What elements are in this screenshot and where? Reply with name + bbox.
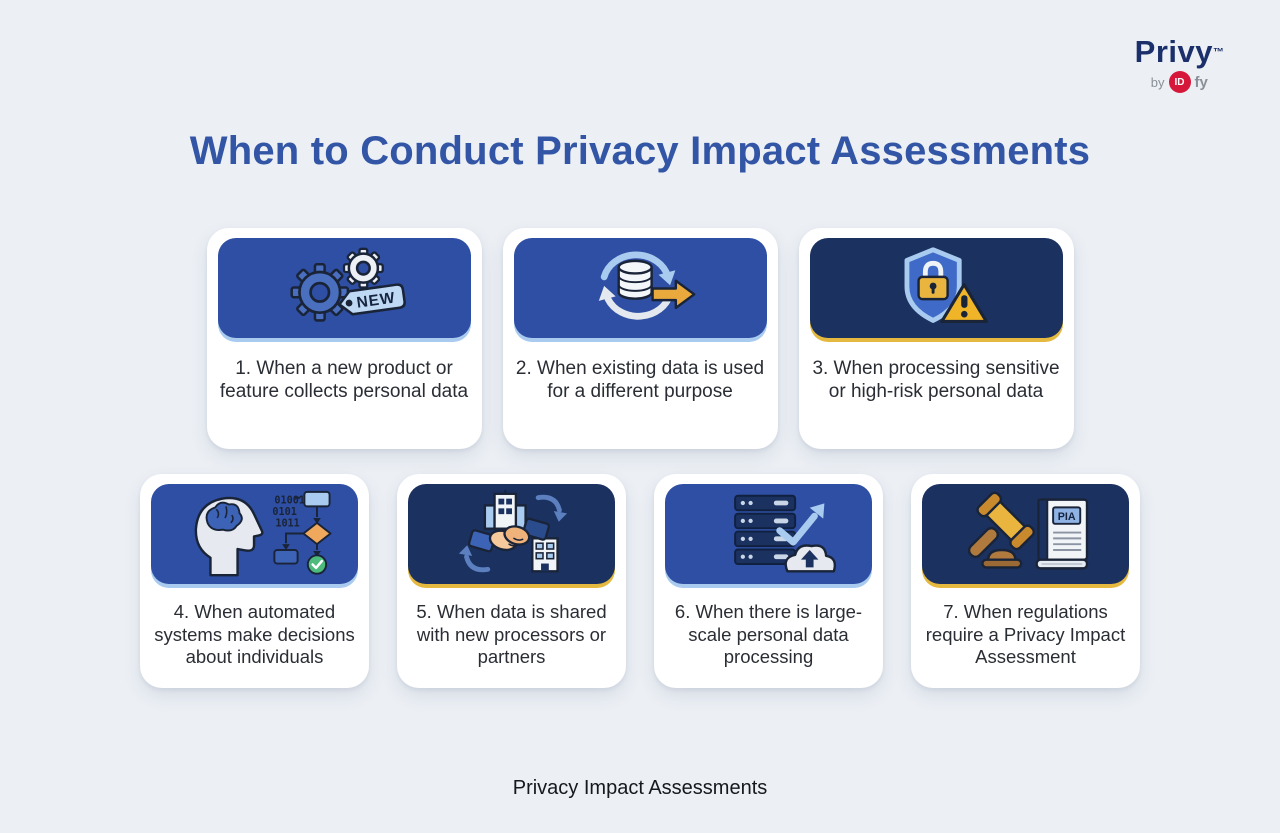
idfy-logo-icon: ID xyxy=(1168,71,1191,93)
server-scale-icon xyxy=(733,494,836,573)
small-gear-icon xyxy=(342,247,384,289)
new-tag-icon: NEW xyxy=(338,283,406,316)
fy-text: fy xyxy=(1194,73,1208,91)
pia-book-icon: PIA xyxy=(1034,498,1088,570)
gavel-icon xyxy=(967,491,1035,569)
privy-brand-text: Privy xyxy=(1134,34,1213,69)
gavel-pia-book-icon: PIA xyxy=(967,491,1088,570)
card-large-scale: 6. When there is large-scale personal da… xyxy=(654,474,883,688)
automated-decision-icon: 01001 0101 1011 xyxy=(194,490,332,577)
handshake-icon xyxy=(467,517,550,553)
database-icon xyxy=(617,259,653,300)
exchange-arrows-icon xyxy=(458,494,567,573)
card-data-sharing: 5. When data is shared with new processo… xyxy=(397,474,626,688)
card-sensitive-data: 3. When processing sensitive or high-ris… xyxy=(798,228,1074,449)
card-7-icon-header: PIA xyxy=(922,484,1129,584)
card-6-icon-header xyxy=(665,484,872,584)
binary-code-text: 01001 0101 1011 xyxy=(272,495,305,529)
new-product-gears-icon: NEW xyxy=(290,247,406,322)
privy-wordmark: Privy™ xyxy=(1135,36,1224,67)
check-circle-icon xyxy=(306,554,327,575)
card-6-label: 6. When there is large-scale personal da… xyxy=(674,601,863,668)
shield-lock-warning-icon xyxy=(904,247,988,323)
card-2-label: 2. When existing data is used for a diff… xyxy=(515,358,765,403)
svg-text:NEW: NEW xyxy=(356,289,397,311)
cloud-upload-icon xyxy=(783,544,836,573)
partners-handshake-icon xyxy=(458,489,567,573)
card-7-label: 7. When regulations require a Privacy Im… xyxy=(925,601,1126,668)
page-title: When to Conduct Privacy Impact Assessmen… xyxy=(189,129,1091,173)
growth-arrow-icon xyxy=(775,503,824,546)
large-gear-icon xyxy=(290,263,350,322)
card-regulations: PIA 7. When regulations require a Privac… xyxy=(911,474,1140,688)
decision-flowchart-icon xyxy=(272,490,332,575)
card-4-label: 4. When automated systems make decisions… xyxy=(154,601,355,668)
card-row-1: NEW 1. When a new product or feature col… xyxy=(0,228,1280,449)
head-brain-icon xyxy=(194,496,264,577)
card-data-reuse: 2. When existing data is used for a diff… xyxy=(502,228,778,449)
idfy-byline: by ID fy xyxy=(1135,71,1224,93)
card-5-label: 5. When data is shared with new processo… xyxy=(416,601,607,668)
server-stack-icon xyxy=(733,494,796,565)
building-icon-left xyxy=(483,489,527,530)
svg-text:PIA: PIA xyxy=(1057,511,1075,523)
card-5-icon-header xyxy=(408,484,615,584)
building-icon-right xyxy=(530,537,559,573)
privy-logo: Privy™ by ID fy xyxy=(1135,36,1224,93)
card-1-icon-header: NEW xyxy=(217,238,471,338)
cycle-arrows-icon xyxy=(598,251,676,320)
card-new-product: NEW 1. When a new product or feature col… xyxy=(206,228,482,449)
trademark-symbol: ™ xyxy=(1213,46,1224,59)
svg-text:0101: 0101 xyxy=(272,507,296,518)
data-reuse-cycle-icon xyxy=(598,251,696,320)
warning-triangle-icon xyxy=(940,283,988,323)
repurpose-arrow-icon xyxy=(651,279,696,310)
card-3-icon-header xyxy=(809,238,1063,338)
by-text: by xyxy=(1150,74,1165,90)
card-4-icon-header: 01001 0101 1011 xyxy=(151,484,358,584)
shield-lock-icon xyxy=(904,247,962,323)
card-1-label: 1. When a new product or feature collect… xyxy=(219,358,469,403)
svg-text:1011: 1011 xyxy=(275,519,299,530)
card-row-2: 01001 0101 1011 xyxy=(0,474,1280,688)
card-automated-decisions: 01001 0101 1011 xyxy=(140,474,369,688)
card-3-label: 3. When processing sensitive or high-ris… xyxy=(812,358,1060,403)
footer-caption: Privacy Impact Assessments xyxy=(512,777,768,799)
card-2-icon-header xyxy=(513,238,767,338)
svg-text:01001: 01001 xyxy=(274,495,305,506)
